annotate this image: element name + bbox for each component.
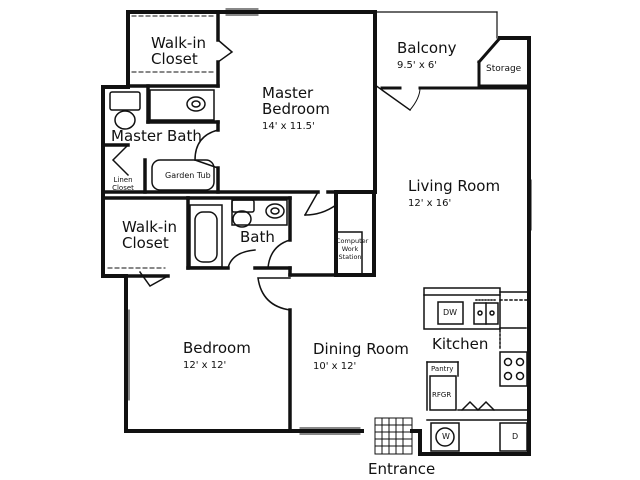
master-bath-label: Master Bath bbox=[111, 127, 202, 145]
balcony-dimensions: 9.5' x 6' bbox=[397, 60, 438, 71]
computer-station-line2: Work bbox=[341, 244, 359, 253]
storage-walls bbox=[476, 35, 530, 88]
windows bbox=[124, 8, 532, 435]
master-bedroom-dimensions: 14' x 11.5' bbox=[262, 121, 315, 132]
entrance-label: Entrance bbox=[368, 460, 436, 478]
computer-station-desk bbox=[336, 231, 363, 275]
walkin-closet-top-label-line2: Closet bbox=[151, 50, 198, 68]
dishwasher-label: DW bbox=[443, 308, 458, 317]
kitchen-label: Kitchen bbox=[432, 335, 489, 353]
dryer-label: D bbox=[512, 432, 519, 441]
computer-station-line1: Computer bbox=[336, 237, 369, 245]
living-room-label: Living Room bbox=[408, 177, 501, 195]
linen-closet-line1: Linen bbox=[113, 176, 133, 184]
garden-tub-label: Garden Tub bbox=[165, 171, 211, 180]
balcony-door-swing bbox=[409, 87, 421, 111]
master-bedroom-label-line2: Bedroom bbox=[262, 100, 330, 118]
interior-walls bbox=[101, 10, 338, 433]
master-bedroom-label-line1: Master bbox=[262, 84, 314, 102]
master-bath-fixtures bbox=[109, 89, 215, 191]
kitchen-fixtures bbox=[423, 287, 528, 452]
bath-label: Bath bbox=[240, 228, 275, 246]
door-swings bbox=[111, 38, 338, 311]
dining-room-label: Dining Room bbox=[313, 340, 409, 358]
exterior-walls bbox=[101, 10, 531, 456]
storage-label: Storage bbox=[486, 64, 522, 74]
living-room-dimensions: 12' x 16' bbox=[408, 198, 452, 209]
balcony-railing bbox=[374, 11, 530, 90]
walkin-closet-lower-label-line1: Walk-in bbox=[122, 218, 178, 236]
bedroom-label: Bedroom bbox=[183, 339, 251, 357]
bath-fixtures bbox=[189, 199, 288, 268]
linen-closet-line2: Closet bbox=[112, 184, 134, 193]
computer-station-line3: Station bbox=[338, 252, 362, 261]
balcony-label: Balcony bbox=[397, 39, 457, 57]
walkin-closet-top-label-line1: Walk-in bbox=[151, 34, 207, 52]
pantry-label: Pantry bbox=[431, 365, 454, 373]
walkin-closet-lower-label-line2: Closet bbox=[122, 234, 169, 252]
entrance-stairs bbox=[374, 417, 413, 455]
bedroom-dimensions: 12' x 12' bbox=[183, 360, 227, 371]
dining-room-dimensions: 10' x 12' bbox=[313, 361, 357, 372]
balcony-door bbox=[373, 83, 412, 112]
refrigerator-label: RFGR bbox=[432, 391, 452, 399]
washer-label: W bbox=[442, 432, 450, 441]
